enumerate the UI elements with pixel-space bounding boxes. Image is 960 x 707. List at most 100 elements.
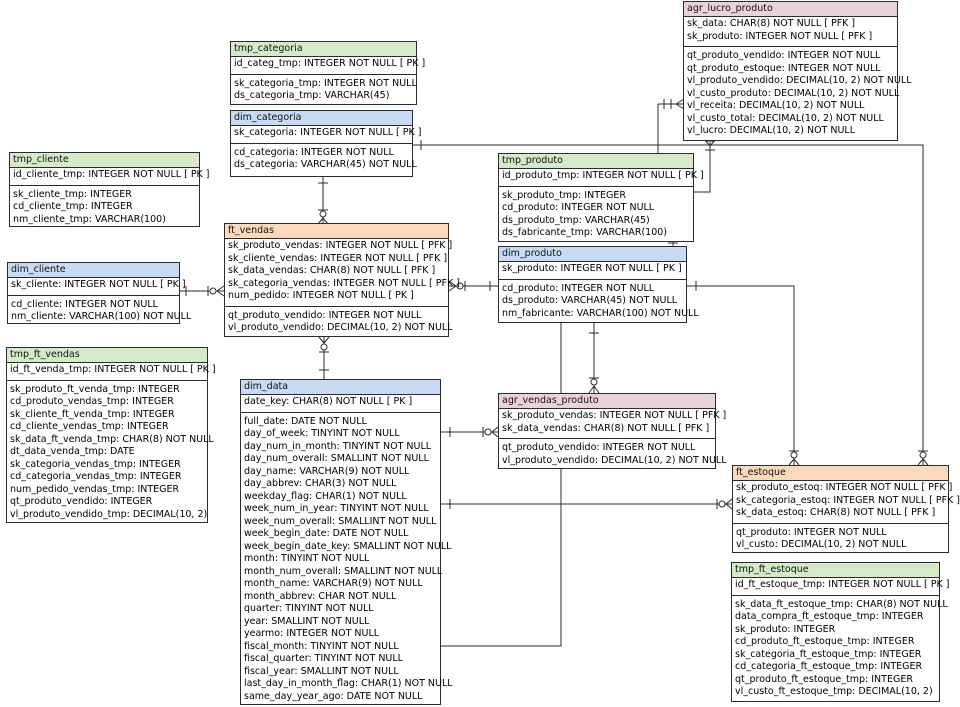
attribute-column: month_name: VARCHAR(9) NOT NULL [244, 578, 423, 589]
attribute-column: sk_data_ft_estoque_tmp: CHAR(8) NOT NULL [735, 598, 948, 610]
attribute-column: week_begin_date: DATE NOT NULL [244, 528, 409, 539]
attribute-column: day_num_overall: SMALLINT NOT NULL [244, 453, 429, 464]
attribute-column: vl_custo: DECIMAL(10, 2) NOT NULL [736, 539, 907, 550]
key-section: sk_produto_vendas: INTEGER NOT NULL [ PF… [499, 409, 726, 436]
entity-title: tmp_ft_vendas [7, 348, 207, 363]
key-section: id_produto_tmp: INTEGER NOT NULL [ PK ] [499, 169, 704, 184]
attribute-column: weekday_flag: CHAR(1) NOT NULL [244, 490, 407, 502]
link-vendas-produto [448, 280, 499, 292]
entity-title: dim_produto [499, 247, 686, 262]
attribute-section: sk_data_ft_estoque_tmp: CHAR(8) NOT NULL… [732, 594, 948, 700]
attribute-column: quarter: TINYINT NOT NULL [244, 603, 374, 614]
key-column: sk_data_vendas: CHAR(8) NOT NULL [ PFK ] [228, 265, 436, 276]
attribute-column: sk_categoria_ft_estoque_tmp: INTEGER [735, 648, 922, 660]
attribute-column: cd_produto_ft_estoque_tmp: INTEGER [735, 636, 915, 647]
attribute-column: cd_cliente: INTEGER NOT NULL [11, 298, 158, 310]
key-section: id_ft_venda_tmp: INTEGER NOT NULL [ PK ] [7, 363, 216, 378]
attribute-column: qt_produto: INTEGER NOT NULL [736, 526, 887, 538]
attribute-column: cd_categoria_vendas_tmp: INTEGER [10, 471, 182, 482]
attribute-column: day_abbrev: CHAR(3) NOT NULL [244, 478, 397, 489]
attribute-column: num_pedido_vendas_tmp: INTEGER [10, 483, 180, 495]
attribute-column: week_begin_date_key: SMALLINT NOT NULL [244, 540, 452, 552]
entity-title: dim_cliente [8, 263, 179, 278]
attribute-column: ds_produto: VARCHAR(45) NOT NULL [502, 295, 678, 306]
attribute-column: same_day_year_ago: DATE NOT NULL [244, 690, 423, 702]
key-column: date_key: CHAR(8) NOT NULL [ PK ] [244, 396, 413, 407]
key-section: sk_categoria: INTEGER NOT NULL [ PK ] [231, 126, 422, 141]
attribute-column: cd_produto_vendas_tmp: INTEGER [10, 396, 174, 407]
attribute-column: month_num_overall: SMALLINT NOT NULL [244, 565, 443, 577]
attribute-column: qt_produto_vendido: INTEGER [10, 496, 153, 507]
key-section: date_key: CHAR(8) NOT NULL [ PK ] [241, 395, 440, 410]
key-column: sk_data: CHAR(8) NOT NULL [ PFK ] [687, 18, 856, 29]
attribute-column: nm_fabricante: VARCHAR(100) NOT NULL [502, 307, 699, 319]
attribute-column: vl_custo_ft_estoque_tmp: DECIMAL(10, 2) [735, 686, 933, 697]
attribute-column: qt_produto_vendido: INTEGER NOT NULL [687, 50, 881, 61]
link-data-agrvendas [441, 426, 499, 438]
key-section: id_categ_tmp: INTEGER NOT NULL [ PK ] [231, 57, 426, 72]
key-column: sk_categoria: INTEGER NOT NULL [ PK ] [234, 127, 422, 138]
entity-title: agr_lucro_produto [684, 2, 897, 17]
key-column: sk_produto: INTEGER NOT NULL [ PFK ] [687, 30, 873, 42]
attribute-column: day_num_in_month: TINYINT NOT NULL [244, 440, 432, 452]
link-categoria-estoque [413, 140, 929, 466]
attribute-column: qt_produto_vendido: INTEGER NOT NULL [228, 309, 422, 321]
attribute-column: vl_custo_produto: DECIMAL(10, 2) NOT NUL… [687, 87, 900, 99]
key-section: sk_produto_vendas: INTEGER NOT NULL [ PF… [225, 239, 460, 304]
key-section: sk_produto_estoq: INTEGER NOT NULL [ PFK… [733, 481, 960, 521]
entity-title: ft_vendas [225, 224, 448, 239]
attribute-column: vl_lucro: DECIMAL(10, 2) NOT NULL [687, 125, 856, 136]
key-column: sk_produto: INTEGER NOT NULL [ PK ] [502, 263, 682, 274]
link-vendas-categoria [317, 177, 329, 225]
key-section: id_cliente_tmp: INTEGER NOT NULL [ PK ] [10, 168, 210, 183]
key-column: sk_data_estoq: CHAR(8) NOT NULL [ PFK ] [736, 507, 936, 518]
key-column: id_categ_tmp: INTEGER NOT NULL [ PK ] [234, 58, 426, 69]
attribute-column: sk_produto_ft_venda_tmp: INTEGER [10, 383, 180, 395]
key-section: sk_produto: INTEGER NOT NULL [ PK ] [499, 262, 686, 277]
attribute-column: vl_produto_vendido: DECIMAL(10, 2) NOT N… [502, 454, 727, 466]
attribute-column: full_date: DATE NOT NULL [244, 415, 367, 427]
attribute-column: sk_cliente_tmp: INTEGER [13, 188, 132, 200]
key-section: sk_cliente: INTEGER NOT NULL [ PK ] [8, 278, 186, 293]
attribute-column: last_day_in_month_flag: CHAR(1) NOT NULL [244, 678, 453, 689]
attribute-column: nm_cliente_tmp: VARCHAR(100) [13, 213, 166, 225]
attribute-column: vl_custo_total: DECIMAL(10, 2) NOT NULL [687, 112, 884, 124]
key-column: id_ft_venda_tmp: INTEGER NOT NULL [ PK ] [10, 364, 216, 375]
attribute-column: cd_categoria_ft_estoque_tmp: INTEGER [735, 661, 923, 672]
key-column: sk_data_vendas: CHAR(8) NOT NULL [ PFK ] [502, 422, 710, 434]
attribute-column: fiscal_year: SMALLINT NOT NULL [244, 665, 399, 677]
attribute-column: cd_cliente_tmp: INTEGER [13, 201, 133, 212]
key-column: num_pedido: INTEGER NOT NULL [ PK ] [228, 290, 414, 301]
attribute-column: dt_data_venda_tmp: DATE [10, 446, 135, 457]
attribute-column: ds_categoria: VARCHAR(45) NOT NULL [234, 159, 417, 170]
attribute-column: vl_produto_vendido: DECIMAL(10, 2) NOT N… [687, 75, 912, 86]
attribute-column: qt_produto_ft_estoque_tmp: INTEGER [735, 673, 913, 685]
entity-title: dim_data [241, 380, 440, 395]
key-column: sk_cliente: INTEGER NOT NULL [ PK ] [11, 279, 186, 290]
attribute-column: cd_produto: INTEGER NOT NULL [502, 202, 655, 213]
